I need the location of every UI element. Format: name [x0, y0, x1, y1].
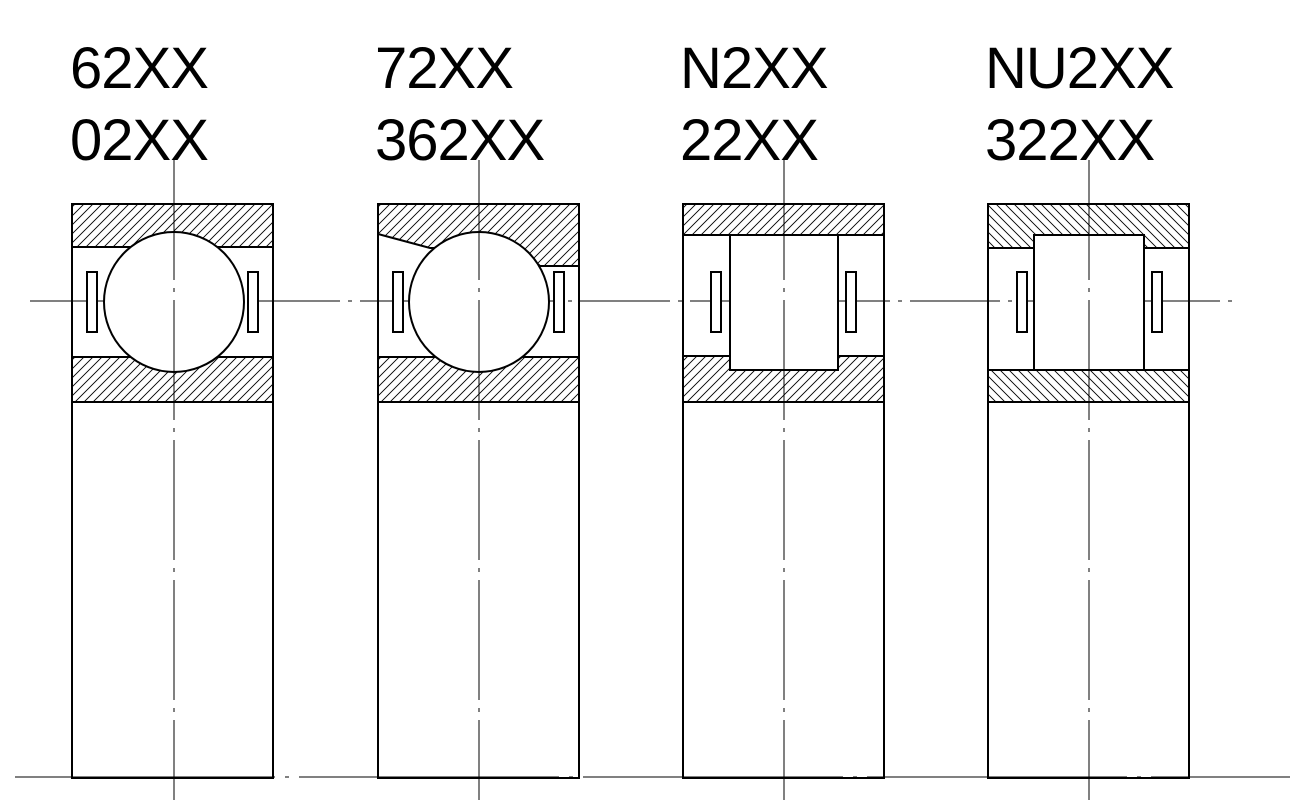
bearing-4-secondary-designation: 322XX: [985, 108, 1155, 173]
bearing-3-seal-left: [710, 271, 722, 333]
bearing-1-seal-left: [86, 271, 98, 333]
bearing-1-secondary-designation: 02XX: [70, 108, 209, 173]
bearing-1-deep-groove-ball: [71, 203, 274, 779]
bearing-2-seal-left: [392, 271, 404, 333]
bearing-2-primary-designation: 72XX: [375, 36, 514, 101]
bearing-3-primary-designation: N2XX: [680, 36, 829, 101]
bearing-4-seal-right: [1151, 271, 1163, 333]
bearing-3-secondary-designation: 22XX: [680, 108, 819, 173]
bearing-2-secondary-designation: 362XX: [375, 108, 545, 173]
bearing-4-seal-left: [1016, 271, 1028, 333]
bearing-1-seal-right: [247, 271, 259, 333]
bearing-3-seal-right: [845, 271, 857, 333]
bearing-4-primary-designation: NU2XX: [985, 36, 1174, 101]
bearing-2-seal-right: [553, 271, 565, 333]
bearing-1-primary-designation: 62XX: [70, 36, 209, 101]
